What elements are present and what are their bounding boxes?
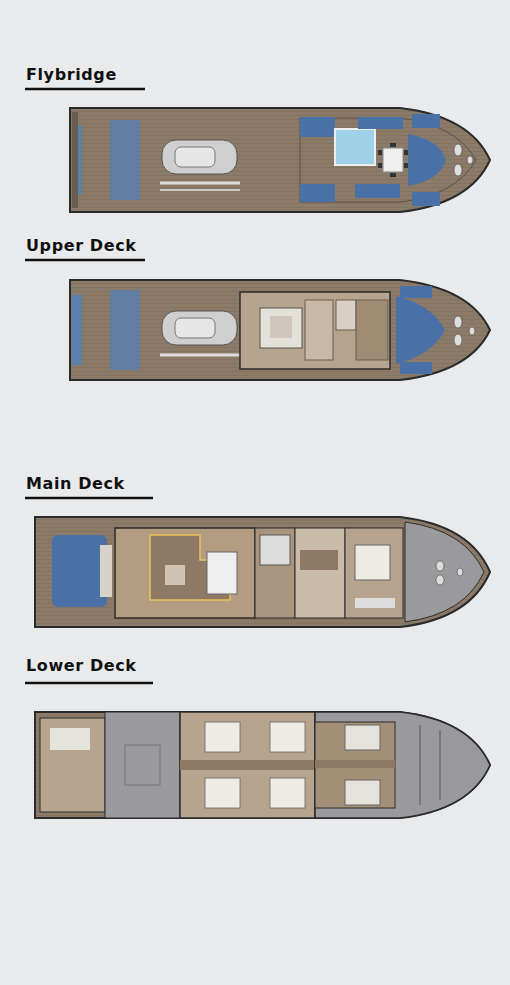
deck-heading: Upper Deck	[26, 237, 136, 255]
deck-heading: Lower Deck	[26, 657, 137, 675]
main-deck-plan	[35, 517, 490, 627]
deck-heading: Flybridge	[26, 66, 117, 84]
lower-deck-plan	[35, 712, 490, 818]
flybridge-plan	[70, 108, 490, 212]
deck-heading: Main Deck	[26, 475, 125, 493]
upper-deck-plan	[70, 280, 490, 380]
